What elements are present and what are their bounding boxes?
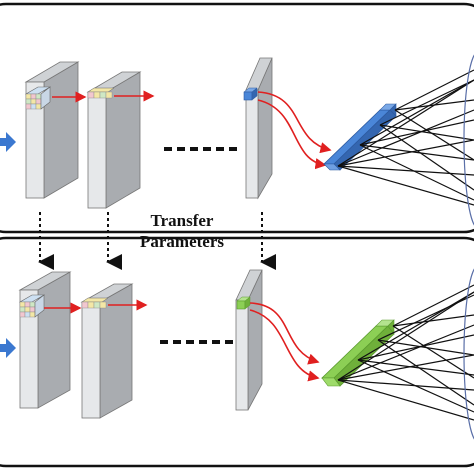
source-panel-frame <box>0 2 474 234</box>
source-conv-layer-1 <box>24 61 80 199</box>
source-network-panel <box>0 2 474 234</box>
transfer-label-line1: Transfer <box>151 211 214 230</box>
input-arrow-icon <box>0 338 16 358</box>
transfer-label-line2: Parameters <box>140 232 224 251</box>
target-network-panel <box>0 236 474 468</box>
source-conv-layer-last <box>243 57 273 200</box>
target-conv-layer-1 <box>18 271 72 409</box>
feature-cube-icon <box>243 87 258 101</box>
target-conv-layer-last <box>235 269 263 411</box>
source-fc-connections <box>337 69 474 206</box>
source-feature-vector <box>323 103 397 171</box>
feature-arrow <box>249 302 320 365</box>
source-output-layer <box>463 54 474 226</box>
target-fc-connections <box>337 284 474 421</box>
kernel-cube-icon <box>18 294 46 318</box>
feature-arrow <box>249 309 320 382</box>
target-panel-frame <box>0 236 474 468</box>
source-conv-layer-2 <box>86 71 142 209</box>
feature-cube-icon <box>236 296 251 310</box>
ellipsis-dashes <box>164 147 237 151</box>
ellipsis-dashes <box>160 340 233 344</box>
target-output-layer <box>463 268 474 440</box>
kernel-slab-icon <box>81 297 109 309</box>
feature-arrow <box>257 91 332 154</box>
input-arrow-icon <box>0 132 16 152</box>
target-conv-layer-2 <box>80 283 134 419</box>
kernel-cube-icon <box>24 86 52 110</box>
feature-arrow <box>257 99 327 170</box>
kernel-slab-icon <box>87 87 115 99</box>
